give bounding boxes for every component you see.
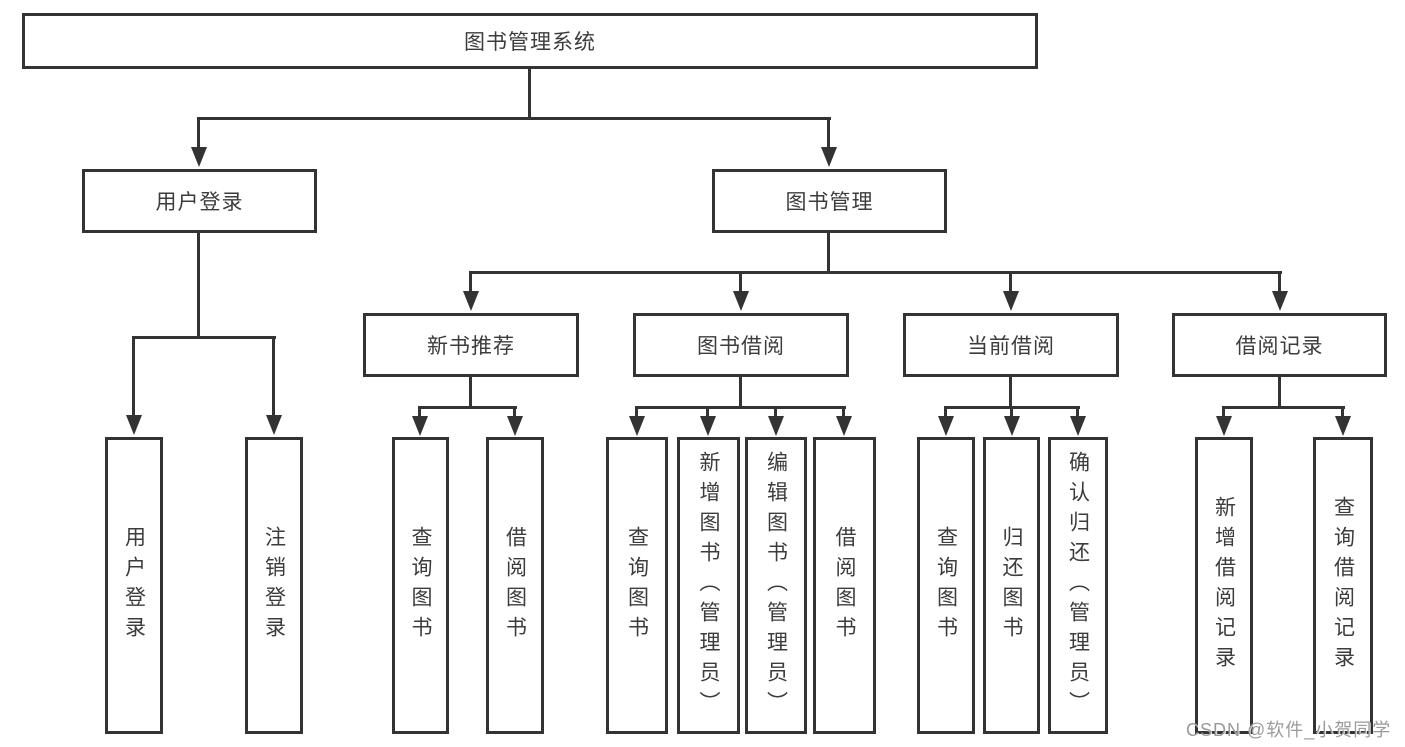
connector-newbook-hline	[418, 406, 517, 409]
leaf-query-book-recommend-label: 查询图书	[409, 525, 432, 646]
connector-bookmgmt-vline	[827, 233, 830, 271]
connector-currentborrow-vline	[1009, 377, 1012, 406]
arrow-down-borrow-records	[1272, 291, 1288, 311]
connector-userlogin-hline	[132, 336, 276, 339]
leaf-borrow-book: 借阅图书	[813, 437, 876, 734]
arrow-down-borrowbk-2	[836, 416, 852, 436]
arrow-down-add-book	[700, 416, 716, 436]
leaf-query-book-recommend: 查询图书	[392, 437, 449, 734]
arrow-down-return-book	[1004, 416, 1020, 436]
connector-drop-edit-book	[774, 406, 777, 418]
leaf-add-book-admin: 新增图书（管理员）	[677, 437, 740, 734]
node-borrow-records-label: 借阅记录	[1235, 335, 1324, 358]
node-book-borrow-label: 图书借阅	[697, 335, 785, 358]
connector-drop-borrow-records	[1278, 271, 1281, 293]
leaf-add-borrow-record-label: 新增借阅记录	[1212, 495, 1236, 676]
arrow-down-query-1	[412, 416, 428, 436]
leaf-borrow-book-recommend-label: 借阅图书	[503, 525, 527, 646]
leaf-user-login-label: 用户登录	[122, 525, 146, 646]
connector-drop-confirm-return	[1076, 406, 1079, 418]
leaf-query-book-current-label: 查询图书	[934, 525, 958, 646]
arrow-down-edit-book	[768, 416, 784, 436]
leaf-logout: 注销登录	[245, 437, 303, 734]
leaf-add-borrow-record: 新增借阅记录	[1195, 437, 1253, 734]
connector-bookmgmt-hline	[469, 271, 1282, 274]
node-new-book-recommend: 新书推荐	[363, 313, 579, 377]
node-book-management-label: 图书管理	[785, 191, 874, 214]
connector-borrowrecords-hline	[1222, 406, 1345, 409]
arrow-down-book-management	[821, 147, 837, 167]
node-new-book-recommend-label: 新书推荐	[427, 335, 515, 358]
leaf-query-borrow-record-label: 查询借阅记录	[1331, 495, 1355, 676]
leaf-return-book: 归还图书	[983, 437, 1040, 734]
leaf-return-book-label: 归还图书	[1000, 525, 1023, 646]
arrow-down-leaf-user-login	[126, 415, 142, 435]
leaf-borrow-book-recommend: 借阅图书	[486, 437, 544, 734]
connector-drop-borrowbk-2	[842, 406, 845, 418]
node-user-login-label: 用户登录	[155, 191, 244, 214]
connector-drop-new-book	[469, 271, 472, 293]
connector-drop-return-book	[1010, 406, 1013, 418]
node-current-borrow: 当前借阅	[903, 313, 1119, 377]
connector-drop-add-book	[706, 406, 709, 418]
arrow-down-leaf-logout	[266, 415, 282, 435]
arrow-down-borrowbk-1	[507, 416, 523, 436]
node-book-management: 图书管理	[712, 169, 947, 233]
node-book-borrow: 图书借阅	[633, 313, 849, 377]
connector-drop-query-record	[1341, 406, 1344, 418]
node-library-system: 图书管理系统	[22, 13, 1038, 69]
leaf-confirm-return-admin-label: 确认归还（管理员）	[1066, 450, 1090, 721]
leaf-borrow-book-label: 借阅图书	[833, 525, 856, 646]
connector-drop-book-borrow	[739, 271, 742, 293]
leaf-add-book-admin-label: 新增图书（管理员）	[697, 450, 720, 721]
arrow-down-confirm-return	[1070, 416, 1086, 436]
connector-bookborrow-vline	[739, 377, 742, 406]
leaf-query-book-borrow: 查询图书	[606, 437, 668, 734]
arrow-down-query-2	[629, 416, 645, 436]
node-borrow-records: 借阅记录	[1172, 313, 1387, 377]
arrow-down-current-borrow	[1003, 291, 1019, 311]
connector-root-hline	[197, 117, 831, 120]
leaf-confirm-return-admin: 确认归还（管理员）	[1048, 437, 1108, 734]
arrow-down-add-record	[1216, 416, 1232, 436]
arrow-down-book-borrow	[733, 291, 749, 311]
leaf-edit-book-admin-label: 编辑图书（管理员）	[764, 450, 788, 721]
connector-drop-borrowbk-1	[513, 406, 516, 418]
arrow-down-user-login	[191, 147, 207, 167]
leaf-logout-label: 注销登录	[262, 525, 286, 646]
leaf-query-book-borrow-label: 查询图书	[625, 525, 649, 646]
connector-bookborrow-hline	[635, 406, 846, 409]
node-library-system-label: 图书管理系统	[464, 31, 596, 54]
connector-drop-current-borrow	[1009, 271, 1012, 293]
connector-drop-query-1	[418, 406, 421, 418]
leaf-query-book-current: 查询图书	[917, 437, 975, 734]
connector-drop-add-record	[1222, 406, 1225, 418]
arrow-down-query-record	[1335, 416, 1351, 436]
connector-newbook-vline	[469, 377, 472, 406]
node-current-borrow-label: 当前借阅	[967, 335, 1055, 358]
connector-borrowrecords-vline	[1278, 377, 1281, 406]
arrow-down-query-3	[938, 416, 954, 436]
connector-drop-user-login	[197, 117, 200, 149]
node-user-login: 用户登录	[82, 169, 317, 233]
connector-drop-leaf-user-login	[132, 336, 135, 417]
leaf-user-login: 用户登录	[105, 437, 163, 734]
connector-drop-query-2	[635, 406, 638, 418]
csdn-watermark: CSDN @软件_小贺同学	[1186, 720, 1392, 740]
leaf-edit-book-admin: 编辑图书（管理员）	[745, 437, 807, 734]
connector-root-vline	[528, 69, 531, 117]
arrow-down-new-book	[463, 291, 479, 311]
connector-drop-query-3	[944, 406, 947, 418]
connector-drop-book-management	[827, 117, 830, 149]
connector-drop-leaf-logout	[272, 336, 275, 417]
connector-userlogin-vline	[197, 233, 200, 336]
leaf-query-borrow-record: 查询借阅记录	[1313, 437, 1373, 734]
